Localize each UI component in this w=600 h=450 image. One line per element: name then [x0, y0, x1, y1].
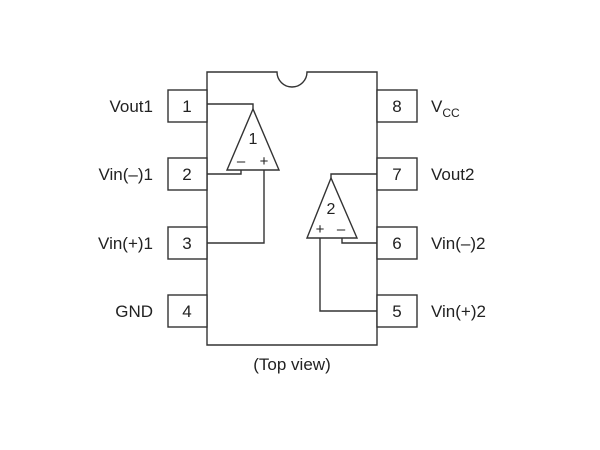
pin-3-number: 3 [182, 234, 191, 253]
pin-6-box [376, 226, 418, 260]
pin-3-label: Vin(+)1 [98, 234, 153, 253]
op-amp-1-noninverting-wire [207, 170, 265, 244]
op-amp-2-output-wire [330, 173, 377, 178]
pin-4-box [167, 294, 208, 328]
op-amp-2-plus: + [316, 221, 325, 238]
op-amp-2-triangle [305, 176, 359, 239]
pin-2-box [167, 157, 208, 191]
pin-8-label: VCC [431, 97, 460, 120]
pin-2-number: 2 [182, 165, 191, 184]
pin-5-number: 5 [392, 302, 401, 321]
op-amp-1-output-wire [207, 103, 254, 109]
op-amp-2-minus: – [337, 221, 346, 238]
op-amp-1-plus: + [260, 153, 269, 170]
ic-package-body [206, 71, 378, 346]
op-amp-1-inverting-wire [207, 170, 242, 175]
pin-1-number: 1 [182, 97, 191, 116]
pin-8-label-sub: CC [442, 106, 460, 120]
pin-4-label: GND [115, 302, 153, 321]
diagram-caption: (Top view) [253, 355, 330, 374]
pin-7-label: Vout2 [431, 165, 475, 184]
pin-6-number: 6 [392, 234, 401, 253]
op-amp-1-minus: – [237, 153, 246, 170]
pin-8-number: 8 [392, 97, 401, 116]
pin-6-label: Vin(–)2 [431, 234, 486, 253]
pin-5-label: Vin(+)2 [431, 302, 486, 321]
pin-2-label: Vin(–)1 [99, 165, 154, 184]
pin-7-number: 7 [392, 165, 401, 184]
pin-8-label-main: V [431, 97, 443, 116]
op-amp-1-number: 1 [249, 131, 258, 148]
op-amp-2-number: 2 [327, 201, 336, 218]
pin-3-box [167, 226, 208, 260]
pin-1-label: Vout1 [110, 97, 154, 116]
op-amp-2-noninverting-wire [319, 238, 377, 312]
pin-4-number: 4 [182, 302, 191, 321]
op-amp-2-inverting-wire [341, 238, 377, 244]
op-amp-1-triangle [225, 107, 281, 171]
pin-8-box [376, 89, 418, 123]
pin-1-box [167, 89, 208, 123]
